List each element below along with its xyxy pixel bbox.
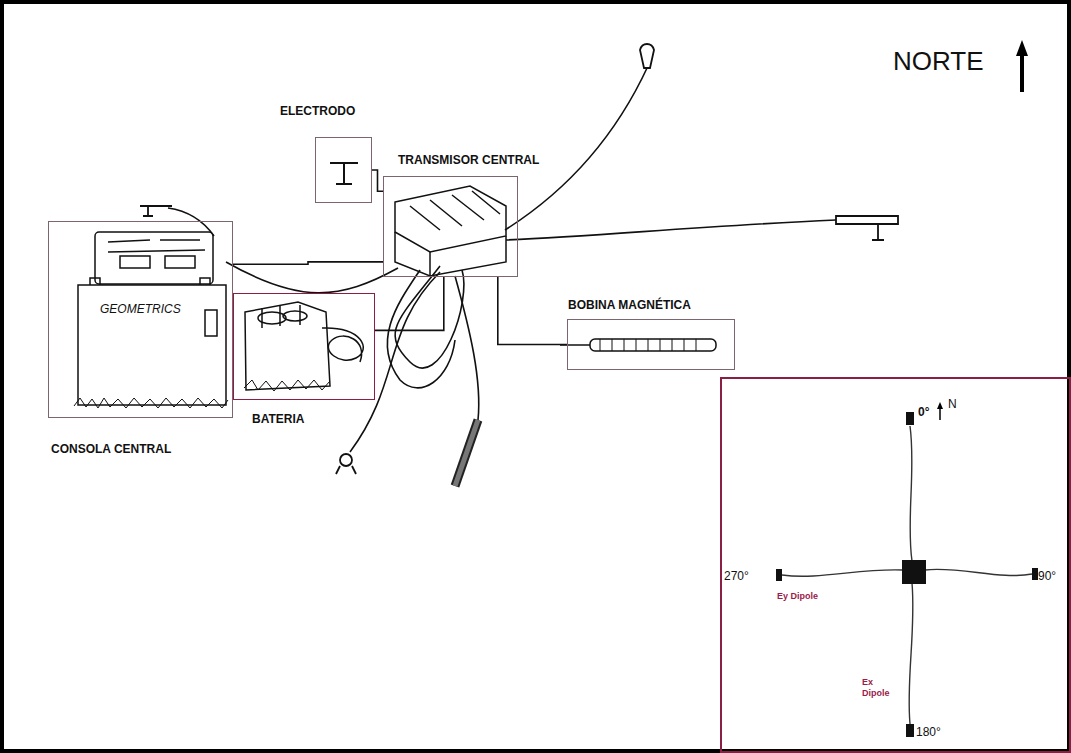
box-heading: BATERIA <box>252 412 304 426</box>
box-heading: TRANSMISOR CENTRAL <box>398 153 539 167</box>
transmitter-sketch <box>395 186 506 276</box>
cable-connector <box>372 170 383 191</box>
remote-electrodes-part <box>640 44 654 68</box>
electrode-sketch <box>330 163 358 184</box>
coil-sketch-part <box>590 339 716 351</box>
remote-electrodes <box>140 44 898 486</box>
cable-connector <box>498 277 567 345</box>
coil-box: BOBINA MAGNÉTICA <box>567 319 735 370</box>
cable-connector <box>233 262 383 264</box>
inset-label: N <box>948 397 957 411</box>
dipole-electrodes-part <box>776 569 782 581</box>
inset-label: 270° <box>724 569 749 583</box>
field-cables-part <box>455 276 479 420</box>
field-cables-part <box>387 270 455 388</box>
console-sketch-part <box>78 285 226 405</box>
dipole-layout-part <box>909 583 913 724</box>
dipole-layout <box>782 426 1032 724</box>
field-cables-part <box>505 66 648 230</box>
dipole-electrodes-part <box>906 412 914 425</box>
battery-box: BATERIA <box>233 293 375 400</box>
transmitter-sketch-part <box>395 232 506 276</box>
inset-label: 90° <box>1038 569 1056 583</box>
field-cables-part <box>350 272 440 452</box>
field-cables-part <box>506 220 836 240</box>
inset-label: 0° <box>918 405 929 419</box>
dipole-electrodes <box>776 412 1038 737</box>
battery-sketch-part <box>322 328 363 362</box>
battery-sketch-part <box>245 302 330 390</box>
field-cables <box>168 66 836 452</box>
north-arrow <box>1016 40 1028 92</box>
remote-electrodes-part <box>836 216 898 224</box>
dipole-inset: 0° N 90° 180° 270° Ey Dipole Ex Dipole <box>720 377 1071 753</box>
cable-connector <box>375 277 444 330</box>
console-box: CONSOLA CENTRAL <box>48 221 233 418</box>
battery-sketch-part <box>262 305 300 328</box>
dipole-layout-part <box>782 570 903 576</box>
transmitter-box: TRANSMISOR CENTRAL <box>383 176 518 277</box>
inset-label: Ey Dipole <box>777 591 818 602</box>
coil-sketch-part <box>600 339 696 351</box>
dipole-electrodes-part <box>906 724 914 737</box>
box-heading: BOBINA MAGNÉTICA <box>568 298 691 312</box>
remote-electrodes-part <box>872 224 884 240</box>
coil-sketch <box>560 339 716 351</box>
battery-sketch-part <box>244 380 330 391</box>
field-cables-part <box>168 208 214 236</box>
brand-label: GEOMETRICS <box>98 302 183 316</box>
remote-electrodes-part <box>140 206 172 216</box>
console-sketch-part <box>90 278 210 285</box>
remote-electrodes-part <box>455 420 478 486</box>
electrode-sketch-part <box>330 163 358 184</box>
console-sketch-part <box>165 256 195 268</box>
console-sketch-part <box>74 398 228 408</box>
north-arrow-part <box>1016 40 1028 56</box>
remote-electrodes-part <box>340 454 352 466</box>
remote-electrodes-part <box>455 420 478 486</box>
field-cables-part <box>395 266 464 368</box>
inset-label: Ex Dipole <box>862 677 898 699</box>
inset-north-arrow <box>937 402 943 420</box>
dipole-electrodes-part <box>1032 568 1038 580</box>
electrode-box: ELECTRODO <box>315 137 372 203</box>
console-sketch <box>74 232 228 408</box>
dipole-layout-part <box>925 569 1032 575</box>
console-sketch-part <box>95 232 213 284</box>
battery-sketch-part <box>283 311 307 321</box>
dipole-electrodes-part <box>902 560 926 584</box>
remote-electrodes-part <box>336 466 356 474</box>
console-sketch-part <box>108 240 205 252</box>
north-label: NORTE <box>893 46 984 77</box>
inset-label: 180° <box>916 725 941 739</box>
field-cables-part <box>226 262 398 293</box>
transmitter-sketch-part <box>410 191 500 230</box>
battery-sketch <box>244 302 363 391</box>
transmitter-sketch-part <box>429 252 431 276</box>
box-heading: ELECTRODO <box>280 104 355 118</box>
transmitter-sketch-part <box>395 186 506 252</box>
north-arrow-part <box>1020 50 1024 92</box>
inset-north-arrow-part <box>937 402 943 409</box>
dipole-layout-part <box>910 426 912 561</box>
console-sketch-part <box>205 310 217 336</box>
console-sketch-part <box>120 256 150 268</box>
box-heading: CONSOLA CENTRAL <box>51 442 171 456</box>
